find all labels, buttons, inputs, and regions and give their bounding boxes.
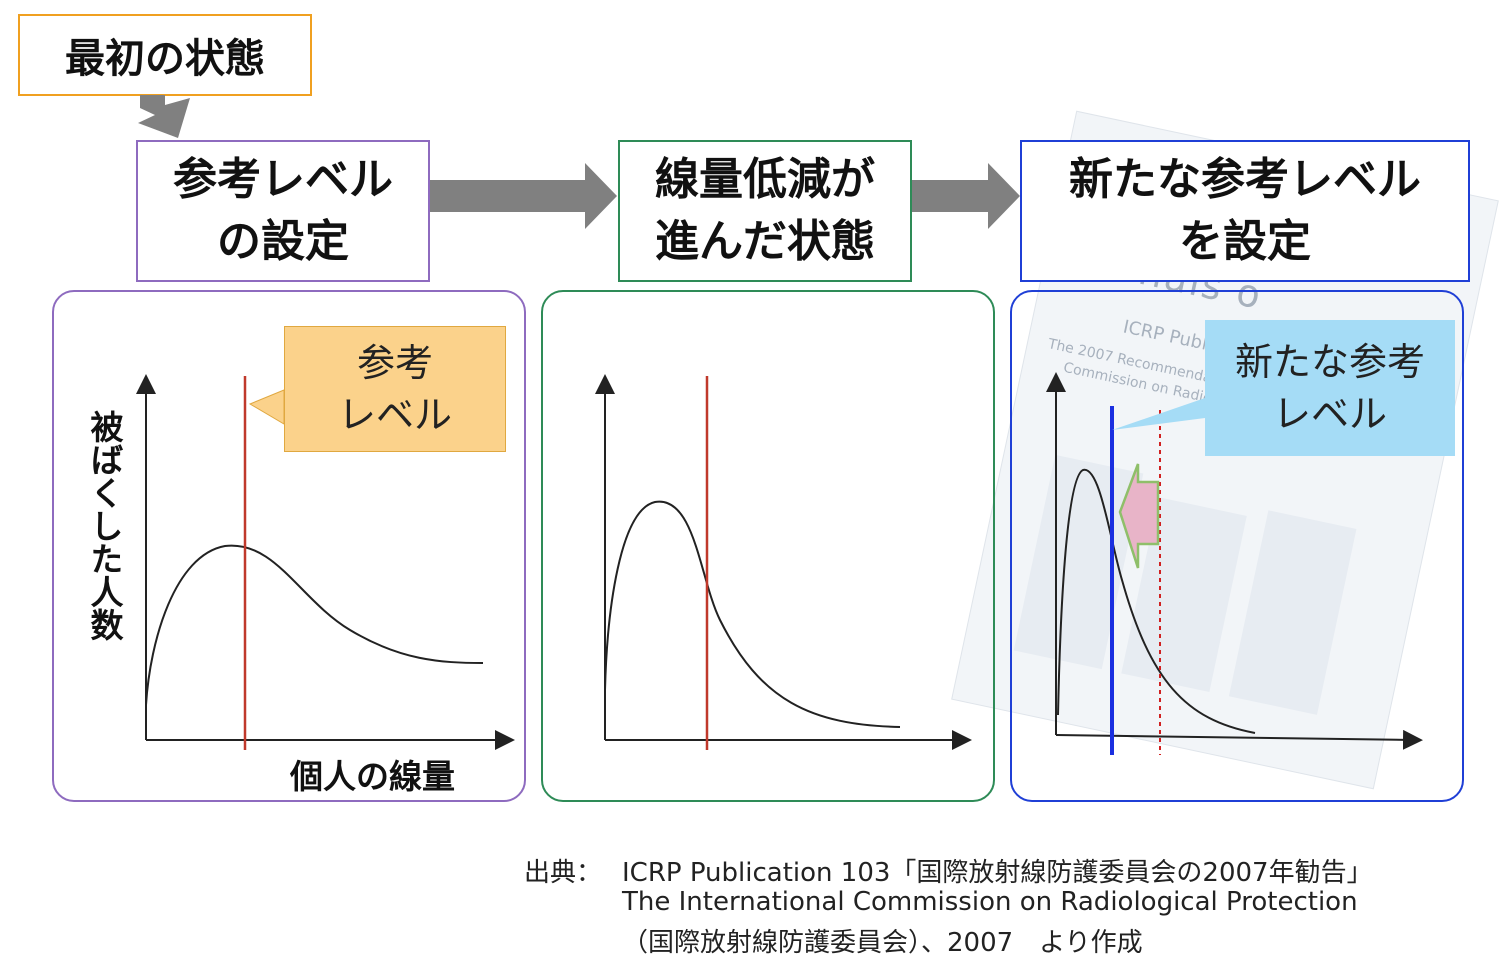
- right-callout-line1: 新たな参考: [1234, 340, 1425, 384]
- arrow-1-to-2: [430, 163, 617, 229]
- right-callout-line2: レベル: [1272, 392, 1387, 436]
- source-line-1: ICRP Publication 103「国際放射線防護委員会の2007年勧告」: [622, 858, 1373, 888]
- stage-box-1: 参考レベル の設定: [136, 140, 430, 282]
- right-callout-pointer: [1112, 398, 1205, 430]
- stage-1-line2: の設定: [217, 216, 349, 267]
- start-arrow: [138, 95, 190, 138]
- panel-middle: [541, 290, 995, 802]
- graph-right: [1046, 372, 1423, 755]
- graph-middle: [595, 374, 972, 750]
- stage-box-3: 新たな参考レベル を設定: [1020, 140, 1470, 282]
- stage-2-line2: 進んだ状態: [655, 216, 875, 267]
- stage-box-2: 線量低減が 進んだ状態: [618, 140, 912, 282]
- right-reference-callout: 新たな参考 レベル: [1205, 320, 1455, 456]
- x-axis-label: 個人の線量: [290, 757, 455, 796]
- left-callout-pointer: [248, 389, 285, 425]
- panel-right: [1010, 290, 1464, 802]
- stage-3-line1: 新たな参考レベル: [1069, 154, 1421, 205]
- left-callout-line2: レベル: [337, 393, 452, 437]
- flow-arrows: [138, 95, 1020, 229]
- distribution-curve: [604, 500, 901, 728]
- arrow-2-to-3: [912, 163, 1020, 229]
- left-callout-line1: 参考: [356, 341, 433, 385]
- source-line-2: The International Commission on Radiolog…: [622, 887, 1358, 917]
- source-line-3: （国際放射線防護委員会）、2007 より作成: [622, 928, 1143, 958]
- stage-3-line2: を設定: [1179, 216, 1311, 267]
- distribution-curve: [145, 544, 484, 706]
- start-state-label: 最初の状態: [65, 36, 265, 82]
- stage-2-line1: 線量低減が: [655, 154, 875, 205]
- panel-left: [52, 290, 526, 802]
- shift-left-arrow: [1118, 463, 1160, 569]
- graph-left: [136, 374, 515, 750]
- x-axis: [1055, 729, 1423, 750]
- distribution-curve: [1057, 468, 1256, 734]
- y-axis-label: 被ばくした人数: [85, 410, 124, 641]
- left-reference-callout: 参考 レベル: [284, 326, 506, 452]
- stage-1-line1: 参考レベル: [173, 154, 393, 205]
- source-prefix: 出典：: [524, 858, 603, 888]
- start-state-box: 最初の状態: [18, 14, 312, 96]
